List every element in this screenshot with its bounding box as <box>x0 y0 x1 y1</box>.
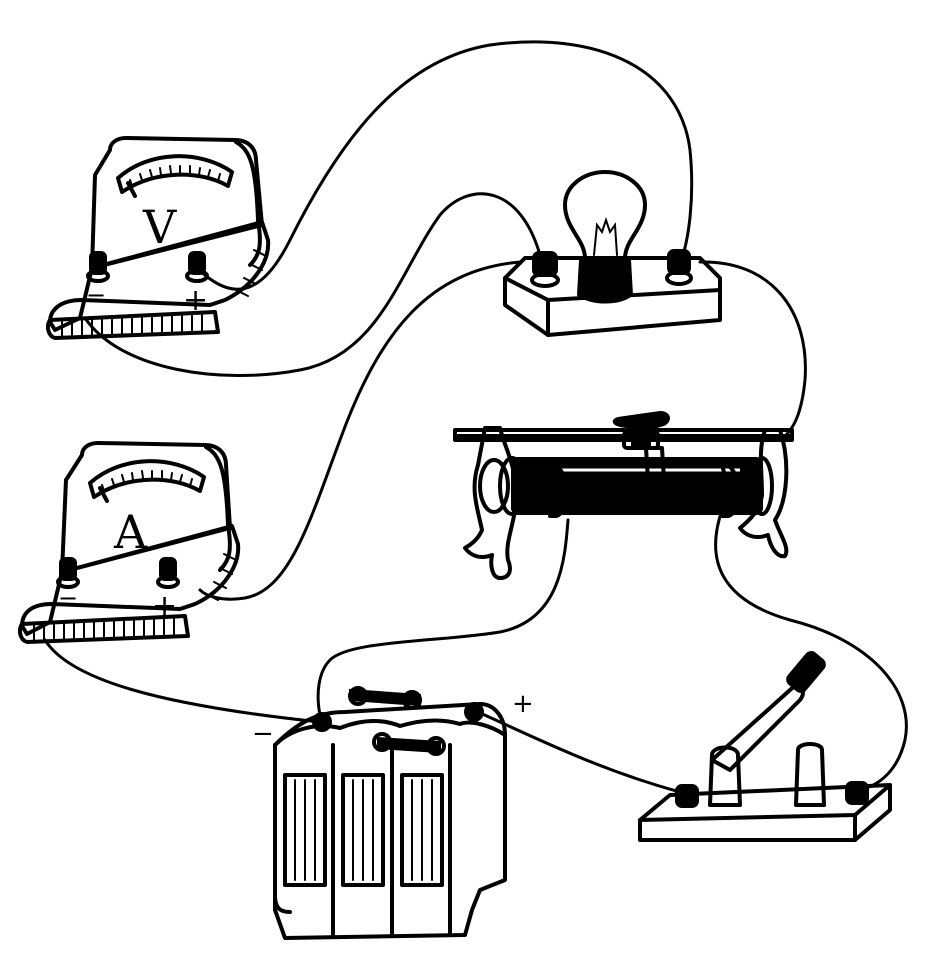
ammeter-pos-label: + <box>152 589 177 624</box>
voltmeter-dial <box>116 154 234 198</box>
lamp-right-terminal[interactable] <box>665 249 693 286</box>
battery-neg-terminal[interactable] <box>312 712 332 732</box>
wire-lamp-right-to-rheostat <box>698 260 807 442</box>
ammeter[interactable]: A − + <box>17 441 241 644</box>
wire-ammeter-neg-to-battery-neg <box>43 638 322 724</box>
wires <box>43 40 908 794</box>
wire-voltmeter-pos-to-lamp-right <box>195 40 694 291</box>
battery-links <box>348 686 446 756</box>
rheostat[interactable] <box>453 410 794 580</box>
wire-lamp-left-to-ammeter-pos <box>198 260 522 601</box>
ammeter-neg-label: − <box>58 584 78 612</box>
switch-right-terminal[interactable] <box>845 781 869 805</box>
lamp-bulb <box>563 170 647 304</box>
ammeter-base-ridges <box>33 553 237 641</box>
voltmeter-pos-label: + <box>183 283 208 318</box>
switch-blade[interactable] <box>710 650 827 772</box>
ammeter-symbol: A <box>113 505 148 559</box>
battery-neg-label: − <box>252 719 274 749</box>
voltmeter-neg-terminal[interactable] <box>86 251 110 283</box>
wire-rheostat-to-battery-neg <box>316 518 570 717</box>
rheostat-bands <box>546 460 741 518</box>
battery-plates <box>283 773 444 887</box>
wire-rheostat-to-switch <box>714 508 908 792</box>
voltmeter-neg-label: − <box>86 281 106 309</box>
ammeter-dial <box>88 459 206 503</box>
voltmeter-symbol: V <box>142 200 177 254</box>
battery[interactable]: − + <box>252 686 534 940</box>
switch-left-terminal[interactable] <box>675 784 699 808</box>
rheostat-left-bracket <box>463 426 518 580</box>
lamp[interactable] <box>503 170 722 337</box>
ammeter-pos-terminal[interactable] <box>156 557 180 589</box>
lamp-left-terminal[interactable] <box>530 251 560 288</box>
wire-voltmeter-neg-to-lamp-left <box>83 192 542 378</box>
ammeter-neg-terminal[interactable] <box>56 557 80 589</box>
rheostat-right-bracket <box>738 428 789 559</box>
switch-jaw-post <box>794 742 826 807</box>
voltmeter[interactable]: V − + <box>45 136 271 340</box>
knife-switch[interactable] <box>638 650 892 842</box>
rheostat-slider[interactable] <box>612 410 670 488</box>
wire-battery-pos-to-switch <box>476 710 682 794</box>
battery-pos-terminal[interactable] <box>464 702 484 722</box>
voltmeter-pos-terminal[interactable] <box>185 251 209 283</box>
switch-hinge-post <box>708 745 742 807</box>
voltmeter-base-ridges <box>61 249 267 337</box>
battery-pos-label: + <box>512 689 534 719</box>
